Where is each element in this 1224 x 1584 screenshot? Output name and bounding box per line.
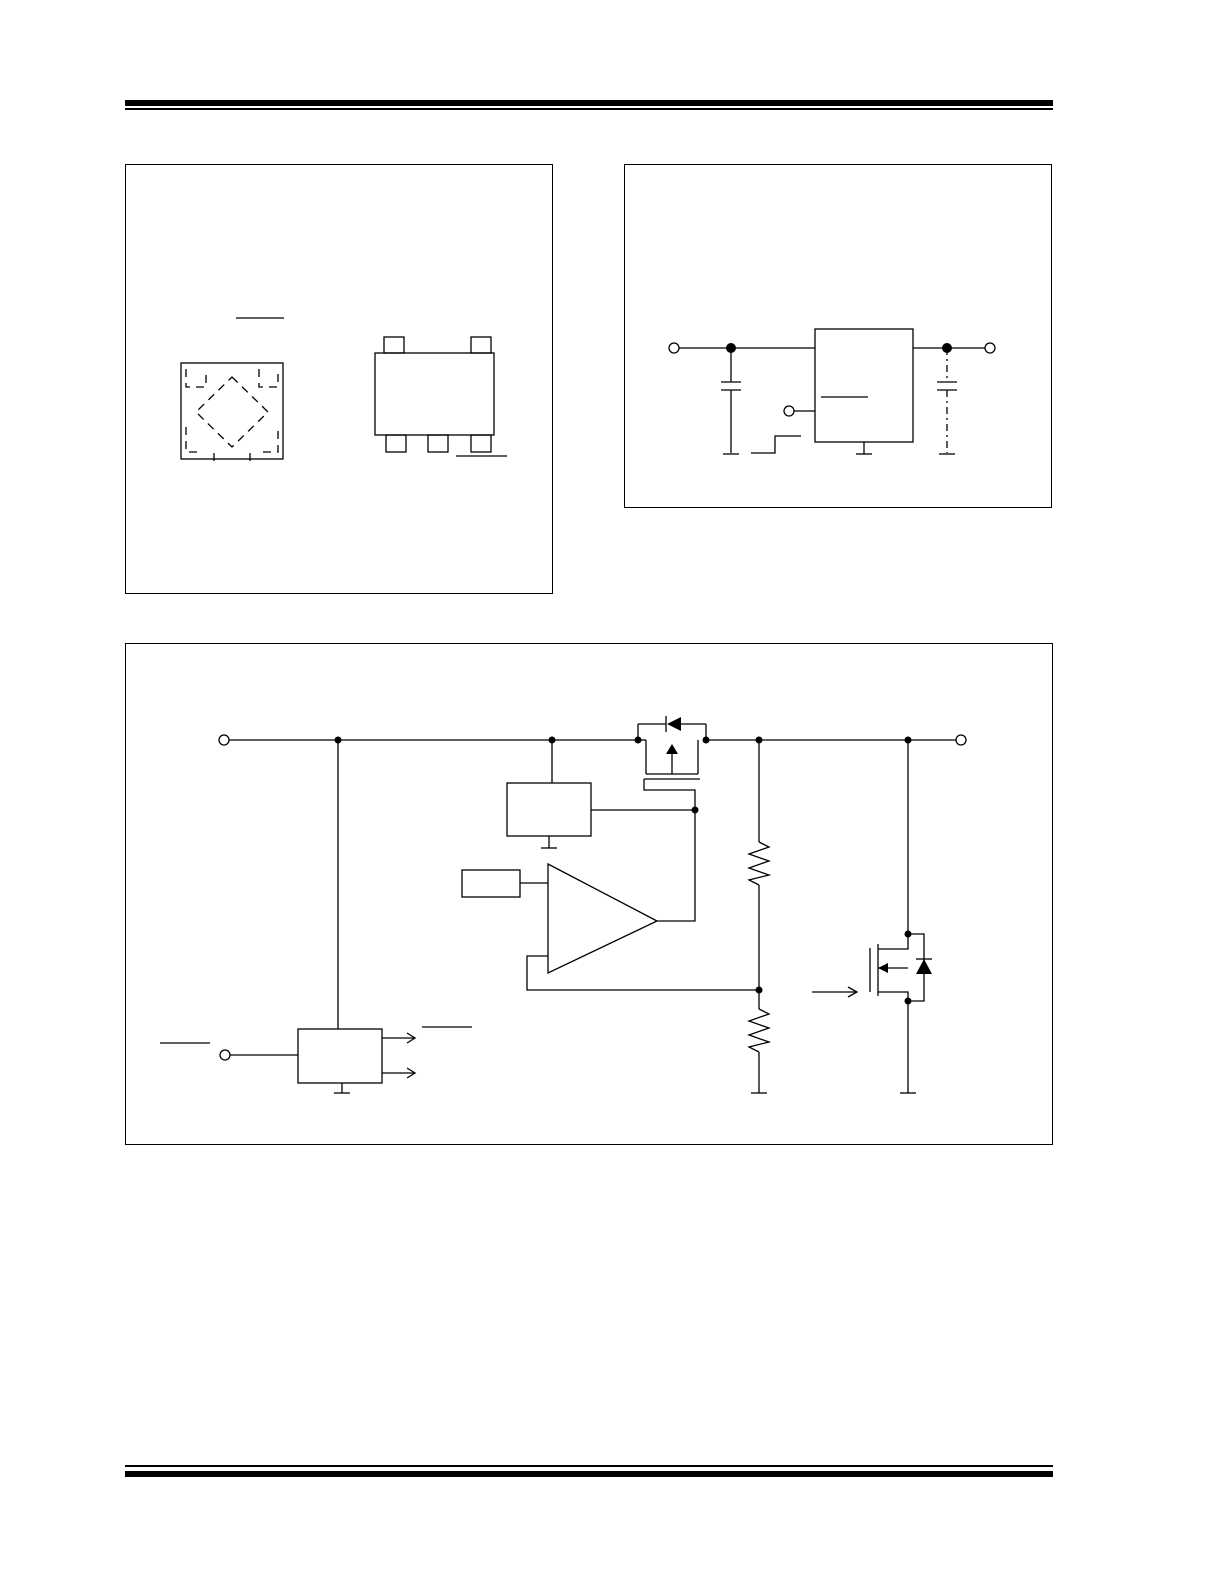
typical-application-schematic <box>668 328 996 455</box>
footer-rule-thin <box>125 1465 1053 1467</box>
vin-terminal[interactable] <box>218 734 230 746</box>
typical-application-panel <box>624 164 1052 508</box>
enable-output-arrowhead <box>406 1067 417 1079</box>
dfn-pad-bottom-left <box>185 427 201 453</box>
resistor-r1-icon <box>747 841 772 886</box>
nmos-drain <box>878 934 909 950</box>
footer-rule-thick <box>125 1471 1053 1477</box>
amp-output-wire <box>657 810 696 922</box>
header-rule-thick <box>125 100 1053 106</box>
dfn-pad-top-left <box>185 369 207 388</box>
resistor-r2-icon <box>747 1008 772 1053</box>
block-diagram-panel <box>125 643 1053 1145</box>
package-pinout-drawing <box>180 317 507 461</box>
gate-drive-wire <box>643 779 696 808</box>
nmos-body-diode-icon <box>916 959 932 974</box>
header-rule-thin <box>125 108 1053 110</box>
package-pinout-panel <box>125 164 553 594</box>
driver-block <box>506 782 592 837</box>
discharge-gate-arrowhead <box>847 986 859 998</box>
dfn-package-body <box>180 362 284 460</box>
functional-block-schematic <box>160 716 967 1094</box>
enable-output-arrowhead <box>406 1032 417 1044</box>
enable-terminal[interactable] <box>219 1049 231 1061</box>
body-diode-icon <box>667 717 681 731</box>
sot23-pin-top-left <box>383 336 405 354</box>
sot23-pin-bottom-2 <box>427 434 449 453</box>
reference-block <box>461 869 521 898</box>
enable-terminal[interactable] <box>783 405 795 417</box>
enable-logic-block <box>297 1028 383 1084</box>
feedback-junction <box>755 986 763 994</box>
sot23-pin-top-right <box>470 336 492 354</box>
output-terminal[interactable] <box>984 342 996 354</box>
dfn-exposed-pad <box>195 376 269 448</box>
input-terminal[interactable] <box>668 342 680 354</box>
nmos-source <box>878 991 909 1001</box>
feedback-wire <box>526 955 759 991</box>
nmos-arrow-icon <box>878 963 888 973</box>
enable-step-waveform <box>751 435 801 454</box>
sot23-pin-bottom-3 <box>470 434 492 453</box>
pmos-arrow-icon <box>666 744 678 754</box>
sot23-package-body <box>374 352 495 436</box>
vout-terminal[interactable] <box>955 734 967 746</box>
dfn-pad-bottom-right <box>263 427 279 453</box>
sot23-pin-bottom-1 <box>385 434 407 453</box>
error-amplifier-icon <box>547 862 659 975</box>
regulator-ic-block <box>814 328 914 443</box>
dfn-pad-top-right <box>258 369 279 388</box>
